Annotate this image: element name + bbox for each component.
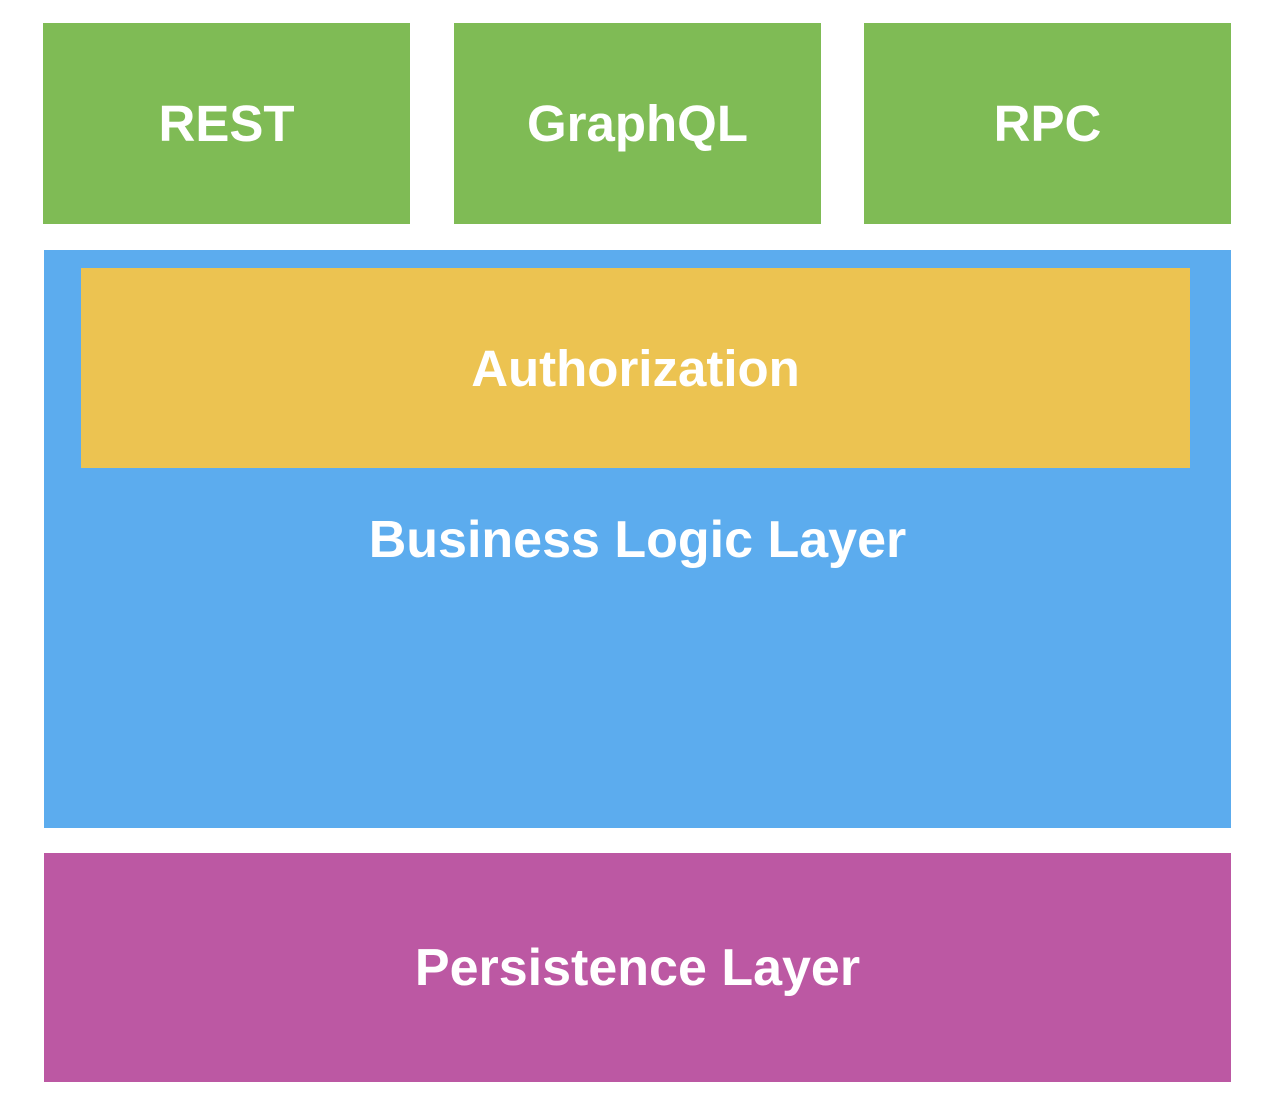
rest-label: REST [158,95,295,152]
graphql-label: GraphQL [526,95,748,152]
authorization-label: Authorization [471,339,800,397]
business-logic-layer-box: Authorization Business Logic Layer [44,250,1231,828]
graphql-box: GraphQL [454,23,821,224]
rest-box: REST [43,23,410,224]
persistence-layer-label: Persistence Layer [414,938,861,997]
rpc-label: RPC [993,95,1102,152]
rpc-box: RPC [864,23,1231,224]
business-logic-layer-label: Business Logic Layer [368,511,907,569]
authorization-box: Authorization [81,268,1190,468]
persistence-layer-box: Persistence Layer [44,853,1231,1082]
